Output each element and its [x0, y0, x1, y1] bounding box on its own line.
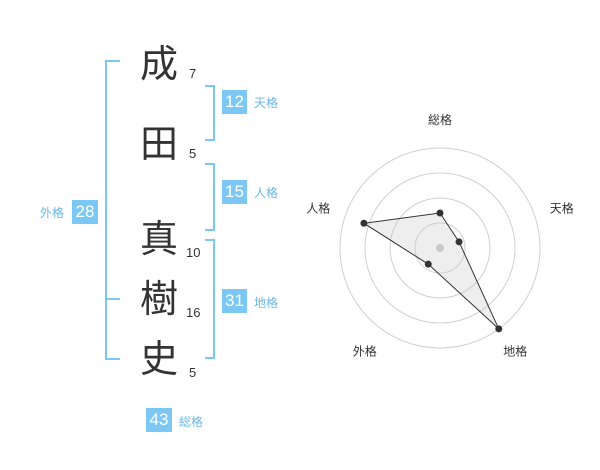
- tenkaku-bracket: [205, 85, 215, 141]
- jinkaku-label: 人格: [254, 186, 279, 200]
- radar-point-1: [436, 209, 444, 217]
- tenkaku-label: 天格: [254, 96, 279, 110]
- radar-axis-label-2: 天格: [550, 200, 574, 215]
- radar-center-dot: [436, 244, 444, 252]
- chikaku-bracket: [205, 239, 215, 359]
- radar-point-3: [495, 325, 503, 333]
- radar-axis-label-3: 地格: [503, 344, 527, 359]
- radar-axis-label-4: 外格: [353, 344, 377, 359]
- gaikaku-label: 外格: [40, 206, 65, 220]
- radar-axis-label-1: 総格: [428, 112, 452, 127]
- stroke-count-1: 7: [189, 66, 197, 81]
- jinkaku-bracket: [205, 163, 215, 231]
- radar-point-2: [455, 238, 463, 246]
- stroke-count-2: 5: [189, 146, 197, 161]
- gaikaku-value: 28: [72, 200, 98, 224]
- stroke-count-3: 10: [186, 245, 201, 260]
- name-char-5: 史: [140, 337, 179, 381]
- soukaku-label: 総格: [179, 415, 204, 429]
- chikaku-value: 31: [222, 289, 247, 313]
- radar-point-5: [360, 219, 368, 227]
- gaikaku-bracket: [105, 60, 120, 360]
- radar-ring-4: [339, 147, 541, 349]
- radar-axis-label-5: 人格: [306, 200, 330, 215]
- radar-ring-1: [414, 222, 466, 274]
- name-char-2: 田: [140, 122, 179, 166]
- name-char-3: 真: [140, 217, 179, 261]
- radar-ring-3: [364, 172, 516, 324]
- jinkaku-value: 15: [222, 180, 247, 204]
- radar-point-4: [424, 260, 432, 268]
- soukaku-value: 43: [146, 408, 172, 432]
- radar-ring-2: [389, 197, 491, 299]
- stroke-count-5: 5: [189, 365, 197, 380]
- chikaku-label: 地格: [254, 296, 279, 310]
- radar-value-polygon: [362, 212, 500, 330]
- name-char-1: 成: [140, 42, 179, 86]
- stroke-count-4: 16: [186, 305, 201, 320]
- tenkaku-value: 12: [222, 90, 247, 114]
- name-char-4: 樹: [140, 277, 179, 321]
